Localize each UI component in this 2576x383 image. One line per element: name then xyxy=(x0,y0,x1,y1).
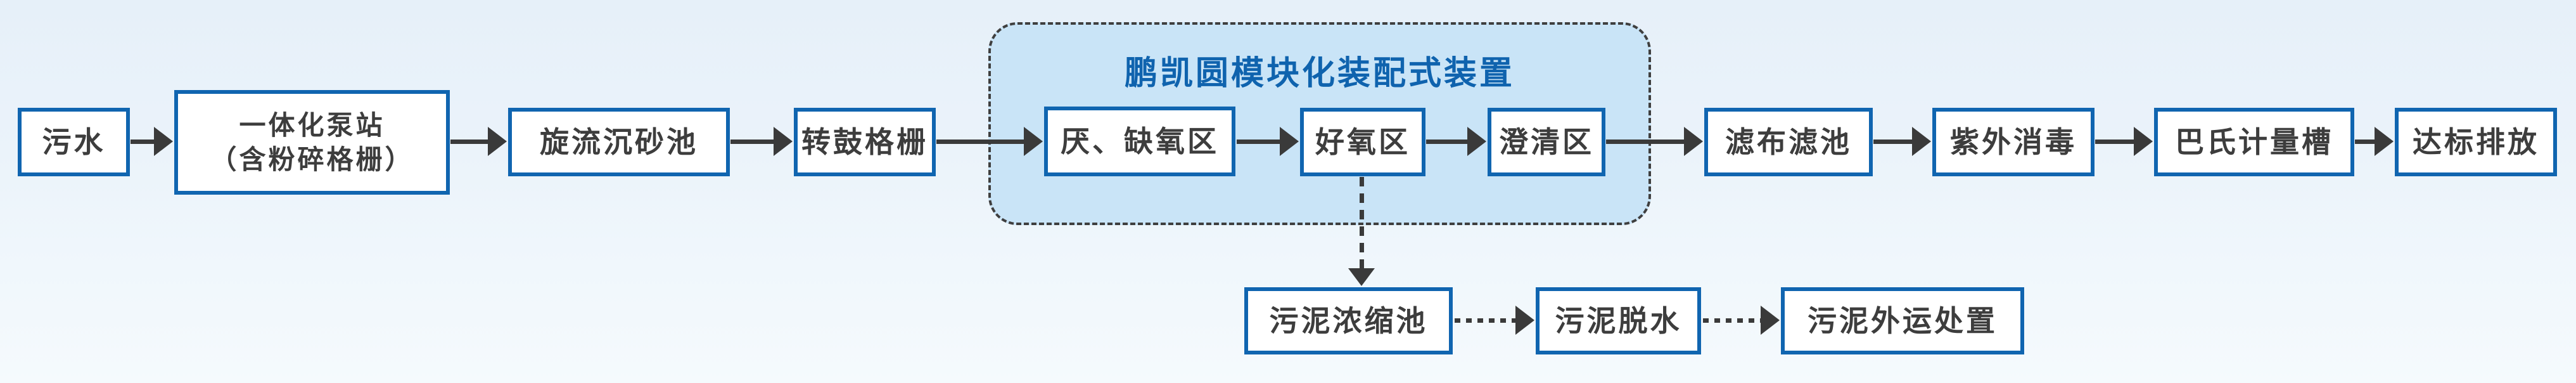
arrow-anoxic-to-aerobic xyxy=(1237,127,1299,156)
node-label: 一体化泵站 xyxy=(239,110,385,140)
node-label: 污水 xyxy=(42,125,106,159)
node-sludge-dewatering: 污泥脱水 xyxy=(1536,287,1701,354)
arrow-pump-to-grit-chamber xyxy=(450,127,507,156)
node-anaerobic-anoxic-zone: 厌、缺氧区 xyxy=(1044,107,1235,176)
node-label: 滤布滤池 xyxy=(1725,125,1852,159)
node-label: 转鼓格栅 xyxy=(801,125,928,159)
arrow-sewage-to-pump xyxy=(131,127,173,156)
node-label: 旋流沉砂池 xyxy=(540,125,698,159)
node-label: 厌、缺氧区 xyxy=(1061,124,1219,158)
arrow-uv-to-parshall-flume xyxy=(2095,127,2153,156)
node-parshall-flume: 巴氏计量槽 xyxy=(2154,108,2354,176)
node-sewage: 污水 xyxy=(18,108,130,176)
node-integrated-pump-station: 一体化泵站 （含粉碎格栅） xyxy=(174,90,450,195)
node-label: 紫外消毒 xyxy=(1950,125,2077,159)
node-cloth-media-filter: 滤布滤池 xyxy=(1704,108,1873,176)
node-clarification-zone: 澄清区 xyxy=(1488,108,1605,176)
arrow-dewatering-to-disposal xyxy=(1703,306,1780,335)
arrow-clarification-to-cloth-filter xyxy=(1606,127,1703,156)
node-aerobic-zone: 好氧区 xyxy=(1300,108,1425,176)
arrow-aerobic-to-clarification xyxy=(1426,127,1486,156)
node-cyclone-grit-chamber: 旋流沉砂池 xyxy=(508,108,730,176)
node-standard-discharge: 达标排放 xyxy=(2395,108,2557,176)
node-label: 达标排放 xyxy=(2413,125,2539,159)
node-label: 污泥浓缩池 xyxy=(1269,304,1428,337)
node-drum-screen: 转鼓格栅 xyxy=(794,108,936,176)
node-label: 巴氏计量槽 xyxy=(2175,125,2333,159)
node-sublabel: （含粉碎格栅） xyxy=(210,144,414,174)
node-label: 污泥外运处置 xyxy=(1808,304,1998,337)
node-label: 污泥脱水 xyxy=(1555,304,1682,337)
arrow-aerobic-to-sludge-thickening xyxy=(1347,177,1376,286)
arrow-drum-screen-to-anoxic xyxy=(936,127,1043,156)
arrow-cloth-filter-to-uv xyxy=(1873,127,1931,156)
modular-device-group-title: 鹏凯圆模块化装配式装置 xyxy=(1124,55,1515,92)
node-sludge-offsite-disposal: 污泥外运处置 xyxy=(1781,287,2024,354)
node-sludge-thickening-tank: 污泥浓缩池 xyxy=(1244,287,1453,354)
node-uv-disinfection: 紫外消毒 xyxy=(1932,108,2095,176)
arrow-thickening-to-dewatering xyxy=(1455,306,1534,335)
node-label: 好氧区 xyxy=(1315,125,1410,159)
arrow-parshall-flume-to-discharge xyxy=(2355,127,2394,156)
node-label: 澄清区 xyxy=(1499,125,1594,159)
arrow-grit-chamber-to-drum-screen xyxy=(730,127,793,156)
